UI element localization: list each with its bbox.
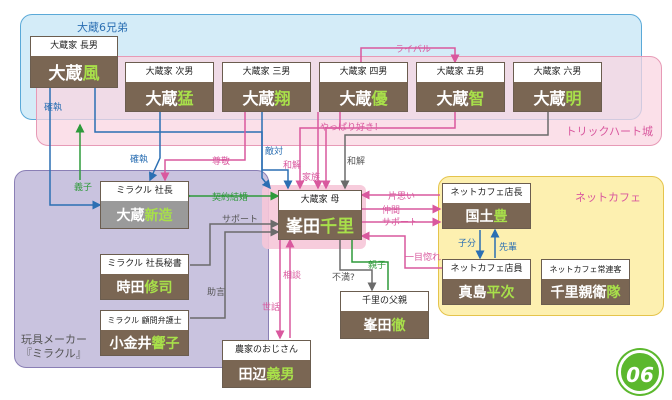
card-heiji[interactable]: ネットカフェ店員 真島 平次 <box>442 259 531 305</box>
group-miracle-label: 玩具メーカー 『ミラクル』 <box>21 333 87 360</box>
card-shinzo[interactable]: ミラクル 社長 大蔵 新造 <box>100 181 189 229</box>
label-wakai-1: 和解 <box>283 159 301 171</box>
label-kazoku: 家族 <box>302 171 320 183</box>
label-kobun: 子分 <box>458 238 476 249</box>
label-sodan: 相談 <box>283 269 301 281</box>
label-kataomoi: 片思い <box>388 190 415 202</box>
card-kaze[interactable]: 大蔵家 長男 大蔵風 <box>30 36 118 88</box>
label-ketsuretsu-2: 確執 <box>130 153 148 165</box>
label-hitomebore: 一目惚れ <box>405 251 441 263</box>
label-rival: ライバル <box>395 44 431 55</box>
link-sho-mother <box>261 112 293 190</box>
label-sewa: 世話 <box>262 301 280 313</box>
label-senpai: 先輩 <box>499 241 517 253</box>
label-tekitai: 敵対 <box>265 145 283 157</box>
link-satoshi-mother <box>321 112 456 190</box>
card-father[interactable]: 千里の父親 峯田 徹 <box>340 291 429 339</box>
link-sonkei <box>160 112 246 182</box>
link-akira-mother <box>340 112 549 190</box>
label-nakama: 仲間 <box>382 204 400 216</box>
link-shuji-support <box>190 219 280 266</box>
card-shiori[interactable]: ネットカフェ常連客 千里親衛隊 <box>541 259 630 305</box>
label-ketsuretsu-1: 確執 <box>44 101 62 113</box>
link-fuman <box>339 240 377 292</box>
link-takeru-shinzo <box>149 112 161 182</box>
card-yu[interactable]: 大蔵家 四男 大蔵優 <box>319 62 408 112</box>
card-sho[interactable]: 大蔵家 三男 大蔵翔 <box>222 62 311 112</box>
label-support-2: サポート <box>382 217 418 228</box>
link-kyoko <box>190 227 280 319</box>
label-fushi: 義子 <box>74 181 92 193</box>
card-shuji[interactable]: ミラクル 社長秘書 時田 修司 <box>100 254 189 300</box>
link-hitomebore <box>360 231 442 269</box>
label-fuman: 不満? <box>332 272 355 283</box>
label-support-1: サポート <box>222 214 258 225</box>
group-trick-label: トリックハート城 <box>565 125 653 138</box>
card-takeru[interactable]: 大蔵家 次男 大蔵猛 <box>125 62 214 112</box>
card-akira[interactable]: 大蔵家 六男 大蔵明 <box>513 62 602 112</box>
card-yoshio[interactable]: 農家のおじさん 田辺 義男 <box>222 340 311 388</box>
label-keiyaku: 契約結婚 <box>212 191 248 203</box>
label-wakai-2: 和解 <box>347 155 365 167</box>
card-kunihide[interactable]: ネットカフェ店長 国土 豊 <box>442 183 531 229</box>
card-mother[interactable]: 大蔵家 母 峯田 千里 <box>278 190 362 240</box>
card-satoshi[interactable]: 大蔵家 五男 大蔵智 <box>416 62 505 112</box>
page-number-badge: 06 <box>618 350 662 394</box>
label-sonkei: 尊敬 <box>212 155 230 167</box>
link-kaze-shinzo <box>49 88 102 210</box>
link-oyako <box>351 240 389 290</box>
label-yappari: やっぱり好き！ <box>320 121 383 133</box>
label-jogen: 助言 <box>207 286 225 298</box>
card-kyoko[interactable]: ミラクル 顧問弁護士 小金井 響子 <box>100 310 189 356</box>
group-cafe-label: ネットカフェ <box>575 191 641 204</box>
label-oyako: 親子 <box>368 259 386 271</box>
link-rival <box>356 47 460 70</box>
group-brothers-label: 大蔵6兄弟 <box>77 21 128 34</box>
link-kazoku <box>295 112 341 190</box>
